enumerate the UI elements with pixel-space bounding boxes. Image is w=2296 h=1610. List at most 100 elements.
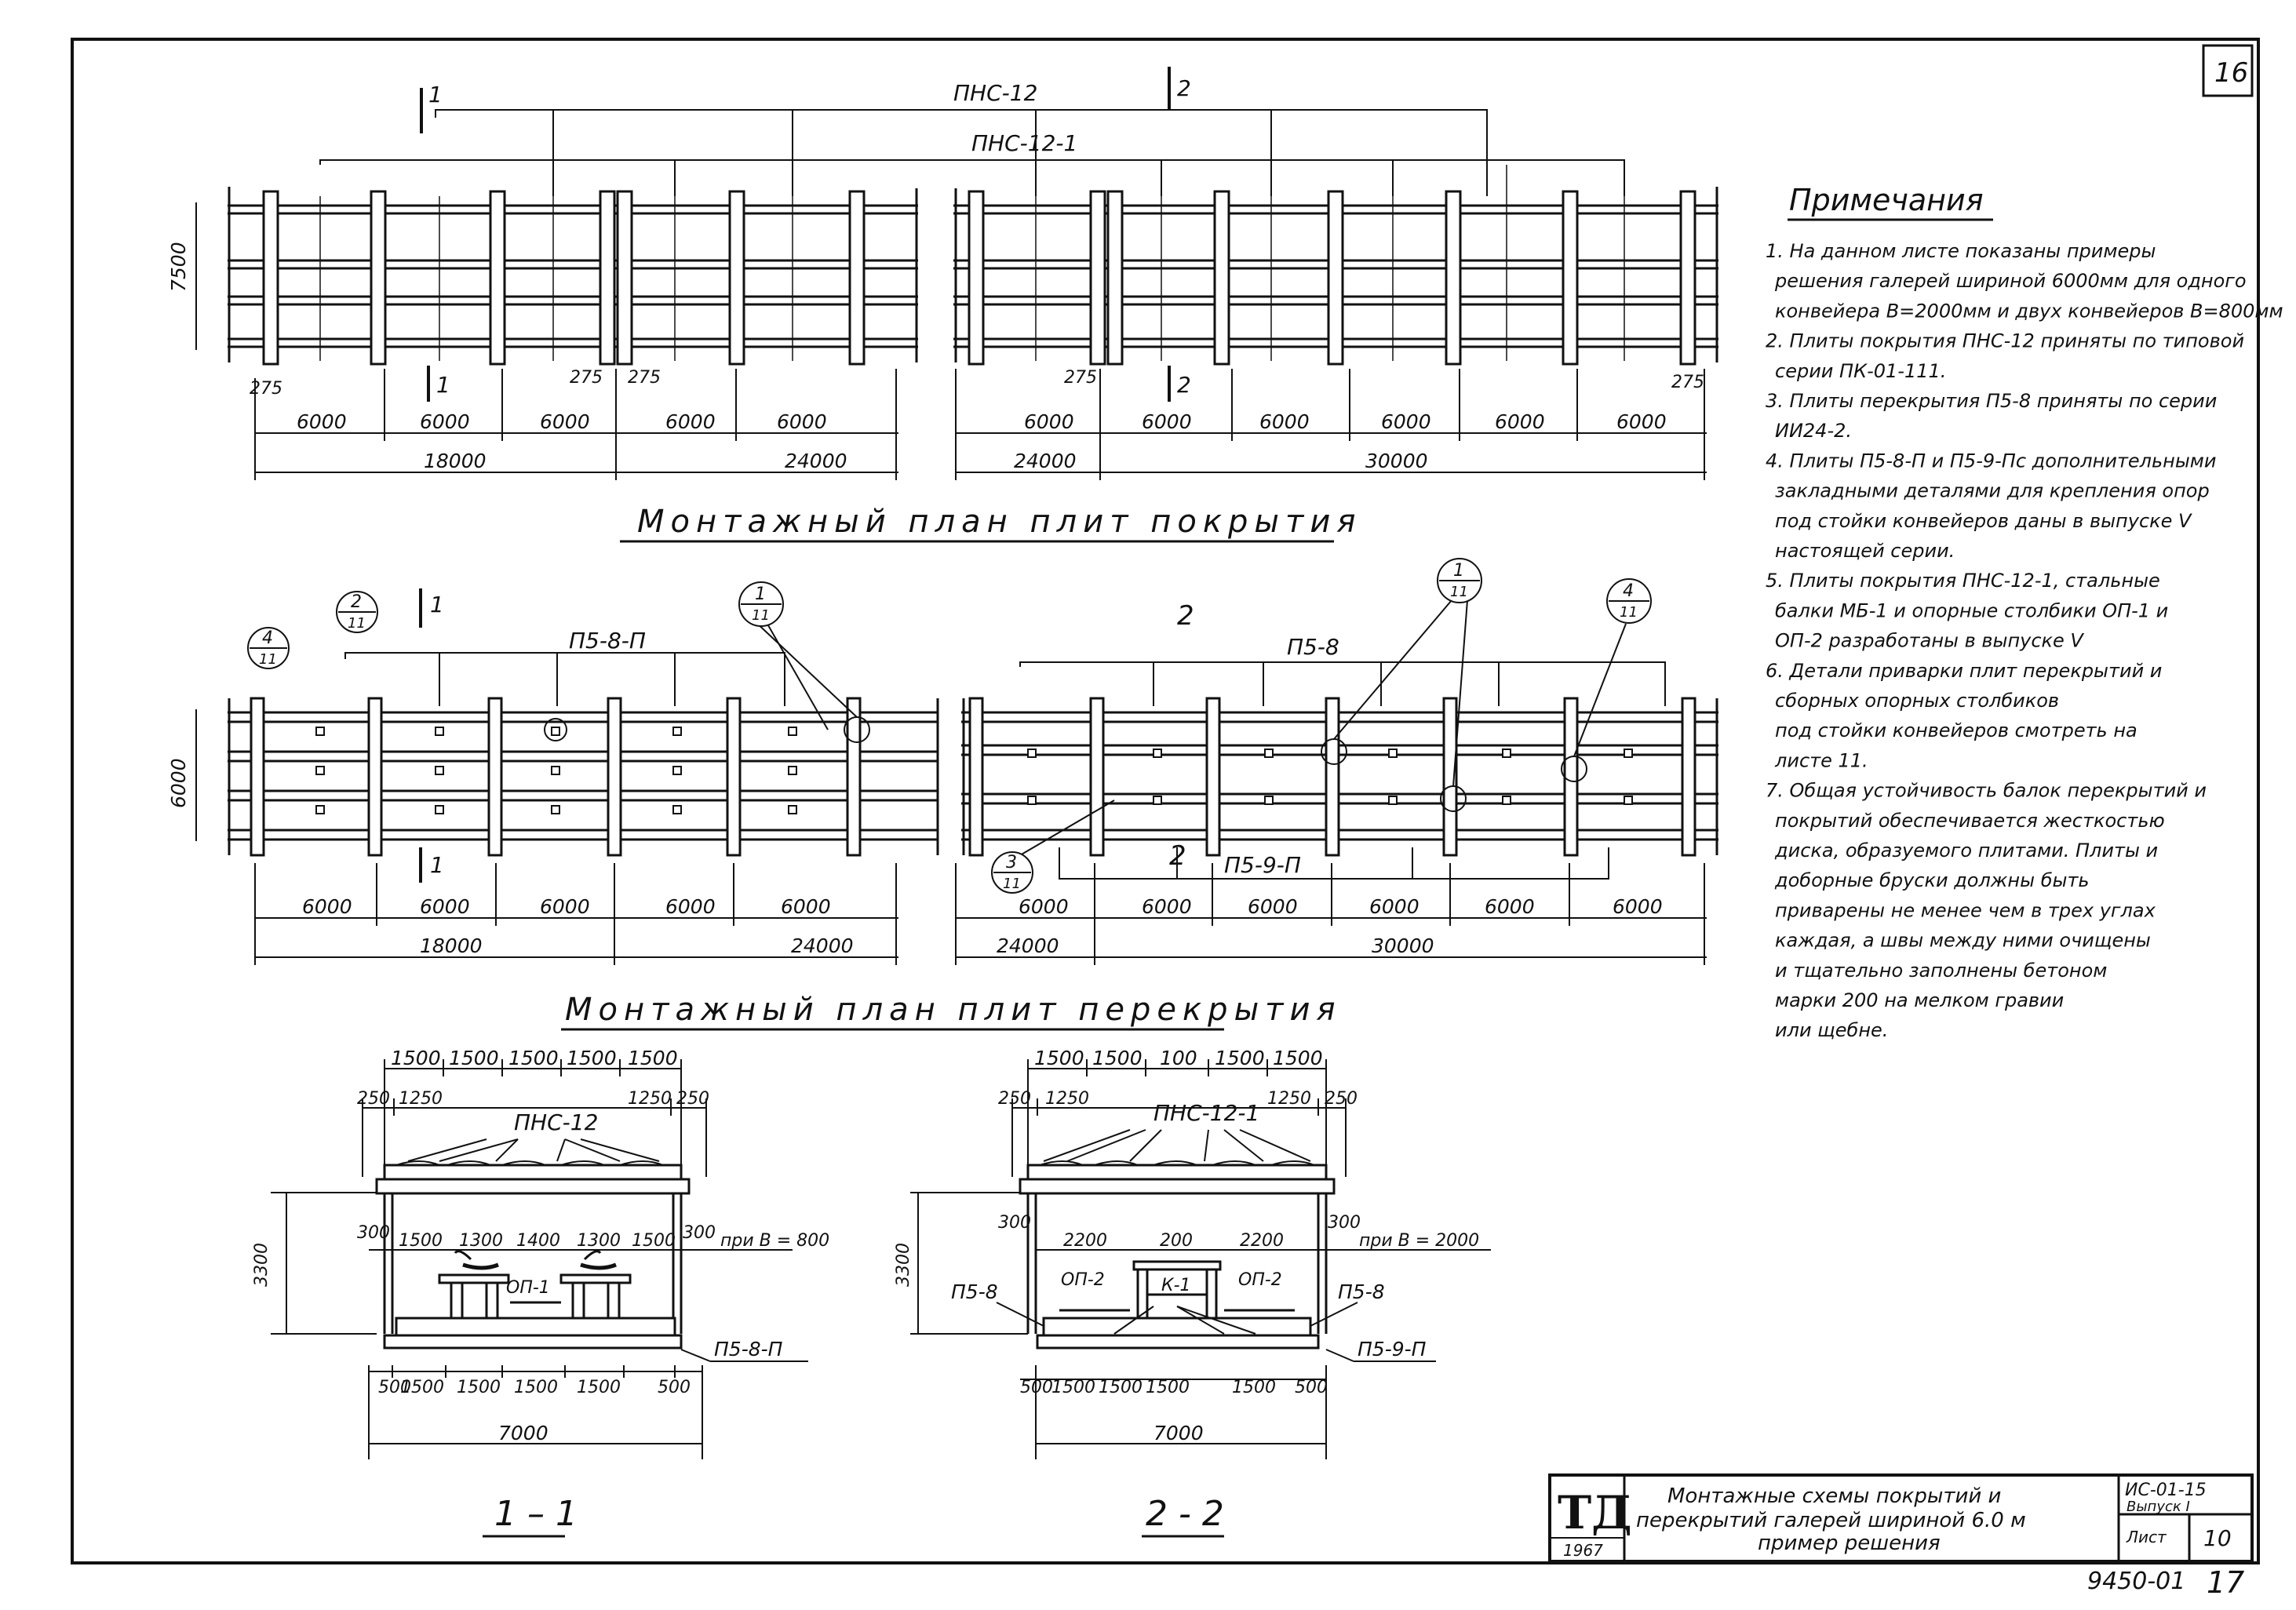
detail-callout-1-left: 1 11 xyxy=(738,581,784,627)
floor-label-p5-8: П5-8 xyxy=(1287,634,1339,660)
detail-callout-4-left: 4 11 xyxy=(247,627,290,669)
sec2-edge-dim-3: 1250 xyxy=(1267,1089,1311,1109)
sec2-edge-dim-4: 250 xyxy=(1325,1089,1358,1109)
roof-total-l1: 18000 xyxy=(424,450,487,472)
roof-total-r2: 30000 xyxy=(1365,450,1428,472)
roof-span-r4: 6000 xyxy=(1381,410,1431,433)
roof-leaders xyxy=(319,109,1625,196)
note-line: или щебне. xyxy=(1775,1019,1888,1041)
sec1-top-dim-5: 1500 xyxy=(628,1047,678,1069)
note-line: листе 11. xyxy=(1774,749,1868,771)
floor-height-dim: 6000 xyxy=(167,758,190,808)
sec1-height: 3300 xyxy=(252,1243,272,1287)
sec2-side-label-1: П5-8 xyxy=(951,1280,998,1303)
roof-span-r3: 6000 xyxy=(1259,410,1310,433)
note-line: под стойки конвейеров смотреть на xyxy=(1775,719,2137,741)
sec1-conveyor-note: при B = 800 xyxy=(720,1231,829,1251)
sec1-top-dim-2: 1500 xyxy=(449,1047,499,1069)
floor-leaders xyxy=(344,599,1666,880)
sec1-bottom-dim-2: 1500 xyxy=(400,1378,444,1397)
svg-text:11: 11 xyxy=(752,607,770,624)
sec1-bottom-dim-1: 500 xyxy=(378,1378,411,1397)
note-line: каждая, а швы между ними очищены xyxy=(1775,930,2151,952)
sec1-roof-label: ПНС-12 xyxy=(514,1109,598,1135)
roof-end-dim-4: 275 xyxy=(1064,368,1097,388)
floor-span-l5: 6000 xyxy=(781,895,831,918)
sec1-offset-1: 300 xyxy=(357,1223,390,1243)
sec2-top-dim-1: 1500 xyxy=(1034,1047,1084,1069)
roof-span-r2: 6000 xyxy=(1142,410,1192,433)
sec1-mid-dim-2: 1300 xyxy=(459,1231,503,1251)
floor-span-r5: 6000 xyxy=(1485,895,1535,918)
title-sheet-label: Лист xyxy=(2126,1528,2167,1546)
detail-callout-1-right: 1 11 xyxy=(1437,558,1482,603)
sec1-mid-dim-4: 1300 xyxy=(577,1231,621,1251)
floor-section-mark-1b: 1 xyxy=(430,852,444,878)
sec2-mid-dim-2: 200 xyxy=(1160,1231,1193,1251)
note-line: серии ПК-01-111. xyxy=(1775,360,1946,382)
roof-end-dim-1: 275 xyxy=(250,379,282,399)
sec1-post-label: ОП-1 xyxy=(506,1278,550,1298)
notes-heading: Примечания xyxy=(1789,183,1984,217)
floor-span-l1: 6000 xyxy=(302,895,352,918)
sec1-edge-dim-2: 1250 xyxy=(399,1089,443,1109)
title-series: ИС-01-15 xyxy=(2125,1481,2207,1500)
roof-end-dim-5: 275 xyxy=(1671,373,1704,392)
note-line: 2. Плиты покрытия ПНС-12 приняты по типо… xyxy=(1766,330,2244,352)
sec2-post-label-1: ОП-2 xyxy=(1061,1270,1105,1290)
sec2-post-label-3: ОП-2 xyxy=(1238,1270,1282,1290)
sec2-height: 3300 xyxy=(894,1243,913,1287)
sec2-conveyor-note: при B = 2000 xyxy=(1359,1231,1479,1251)
svg-text:11: 11 xyxy=(1003,876,1021,892)
sec1-mid-dim-1: 1500 xyxy=(399,1231,443,1251)
roof-section-mark-1b: 1 xyxy=(436,372,450,398)
svg-text:11: 11 xyxy=(259,651,277,668)
sec1-edge-dim-1: 250 xyxy=(357,1089,390,1109)
roof-label-pns12-1: ПНС-12-1 xyxy=(971,130,1077,156)
sheet-corner-box xyxy=(2202,44,2254,97)
note-line: конвейера B=2000мм и двух конвейеров B=8… xyxy=(1775,300,2283,322)
sec2-posts xyxy=(1059,1260,1295,1320)
floor-total-r1: 24000 xyxy=(997,934,1059,957)
notes-block: Примечания 1. На данном листе показаны п… xyxy=(1766,183,2283,1041)
sec2-mid-dim-3: 2200 xyxy=(1240,1231,1284,1251)
roof-plan: ПНС-12 ПНС-12-1 1 2 1 2 7500 275 275 275… xyxy=(167,67,1718,543)
svg-text:11: 11 xyxy=(1620,604,1638,621)
roof-total-l2: 24000 xyxy=(785,450,847,472)
sec2-side-label-2: П5-8 xyxy=(1338,1280,1385,1303)
sec2-total: 7000 xyxy=(1153,1422,1204,1444)
sec1-mid-dim-3: 1400 xyxy=(516,1231,560,1251)
title-line-3: пример решения xyxy=(1758,1532,1941,1555)
note-line: 1. На данном листе показаны примеры xyxy=(1766,240,2156,262)
sec1-edge-dim-4: 250 xyxy=(676,1089,709,1109)
sec2-edge-dim-1: 250 xyxy=(998,1089,1031,1109)
sec1-floor-label: П5-8-П xyxy=(714,1338,783,1360)
roof-section-mark-2b: 2 xyxy=(1177,372,1191,398)
roof-frames xyxy=(262,190,1696,366)
sec1-bottom-dim-6: 500 xyxy=(658,1378,691,1397)
note-line: ИИ24-2. xyxy=(1775,420,1852,442)
section-1-1: ПНС-12 ОП-1 1500 1500 1500 1500 1500 250… xyxy=(252,1047,829,1538)
sec2-floor-label: П5-9-П xyxy=(1358,1338,1427,1360)
roof-span-l4: 6000 xyxy=(665,410,716,433)
publisher-logo: ТД xyxy=(1558,1486,1632,1539)
floor-span-r4: 6000 xyxy=(1369,895,1420,918)
sec1-bottom-dim-4: 1500 xyxy=(514,1378,558,1397)
roof-height-dim: 7500 xyxy=(167,242,190,292)
sec2-title: 2 - 2 xyxy=(1146,1494,1224,1534)
svg-text:11: 11 xyxy=(1450,584,1468,600)
floor-section-mark-2b: 2 xyxy=(1169,840,1186,872)
sec2-roof-label: ПНС-12-1 xyxy=(1153,1100,1259,1126)
floor-total-l1: 18000 xyxy=(420,934,483,957)
roof-span-l3: 6000 xyxy=(540,410,590,433)
sec1-conveyor-marks xyxy=(462,1262,617,1270)
note-line: настоящей серии. xyxy=(1775,540,1955,562)
floor-span-r6: 6000 xyxy=(1613,895,1663,918)
roof-plan-title: Монтажный план плит покрытия xyxy=(637,504,1361,540)
note-line: покрытий обеспечивается жесткостью xyxy=(1775,810,2165,832)
title-year: 1967 xyxy=(1563,1541,1603,1560)
sec2-bottom-dim-4: 1500 xyxy=(1146,1378,1190,1397)
floor-label-p5-8-p: П5-8-П xyxy=(569,628,646,654)
note-line: балки МБ-1 и опорные столбики ОП-1 и xyxy=(1775,599,2168,621)
roof-span-l5: 6000 xyxy=(777,410,827,433)
